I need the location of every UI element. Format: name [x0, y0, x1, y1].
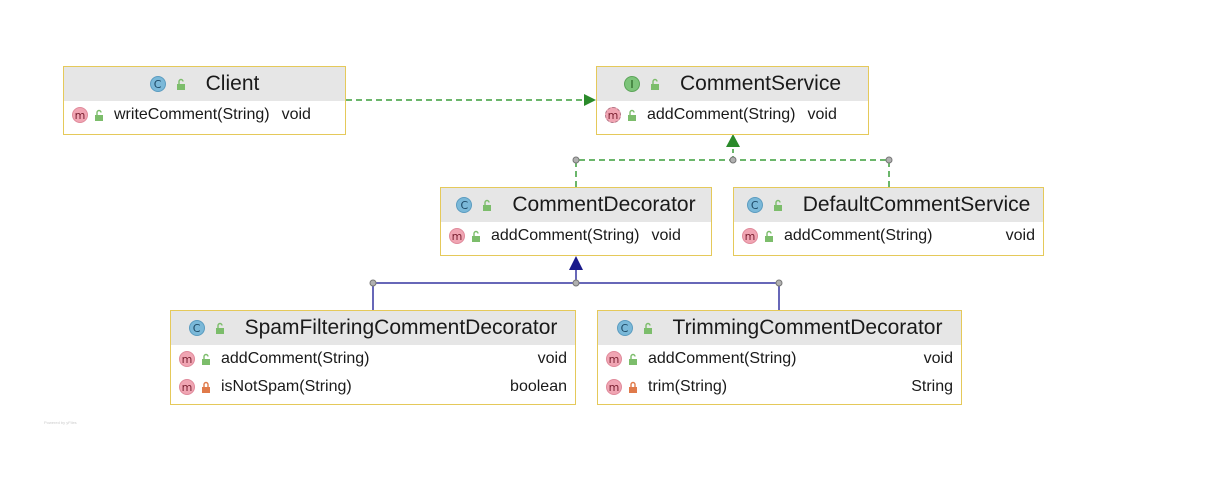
edge-trimming-to-commentdecorator: [576, 282, 780, 310]
method-row[interactable]: m addComment(String) void: [597, 101, 868, 129]
class-header: C SpamFilteringCommentDecorator: [171, 311, 575, 345]
method-name: addComment(String): [221, 350, 370, 367]
public-visibility-icon: [176, 78, 185, 90]
method-name: isNotSpam(String): [221, 378, 352, 395]
method-row[interactable]: m addComment(String) void: [441, 222, 711, 250]
class-icon: C: [456, 197, 473, 213]
interface-node-commentservice[interactable]: I CommentService m addComment(String) vo…: [596, 66, 869, 135]
method-icon: m: [72, 107, 88, 123]
method-icon: m: [179, 379, 195, 395]
public-visibility-icon: [765, 230, 773, 242]
method-row[interactable]: m trim(String) String: [598, 373, 961, 401]
public-visibility-icon: [650, 78, 659, 90]
public-visibility-icon: [628, 109, 636, 121]
class-title: DefaultCommentService: [802, 193, 1031, 216]
class-node-client[interactable]: C Client m writeComment(String) void: [63, 66, 346, 135]
class-header: C DefaultCommentService: [734, 188, 1043, 222]
abstract-method-icon: m: [605, 107, 621, 123]
public-visibility-icon: [643, 322, 652, 334]
method-row[interactable]: m addComment(String) void: [734, 222, 1043, 250]
method-icon: m: [606, 351, 622, 367]
class-title: TrimmingCommentDecorator: [672, 316, 943, 339]
bend-point: [369, 279, 377, 287]
bend-point: [775, 279, 783, 287]
method-row[interactable]: m addComment(String) void: [171, 345, 575, 373]
method-name: addComment(String): [647, 106, 796, 123]
method-name: addComment(String): [784, 227, 933, 244]
method-return-type: void: [281, 106, 311, 123]
class-title: SpamFilteringCommentDecorator: [244, 316, 558, 339]
class-icon: C: [746, 197, 763, 213]
class-node-spamfilteringcommentdecorator[interactable]: C SpamFilteringCommentDecorator m addCom…: [170, 310, 576, 405]
class-header: I CommentService: [597, 67, 868, 101]
public-visibility-icon: [472, 230, 480, 242]
method-row[interactable]: m writeComment(String) void: [64, 101, 345, 129]
method-return-type: String: [911, 378, 953, 395]
method-return-type: void: [651, 227, 681, 244]
watermark: Powered by yFiles: [44, 420, 77, 425]
method-icon: m: [606, 379, 622, 395]
public-visibility-icon: [202, 353, 210, 365]
class-node-trimmingcommentdecorator[interactable]: C TrimmingCommentDecorator m addComment(…: [597, 310, 962, 405]
arrowhead-inheritance: [569, 256, 583, 270]
bend-point: [572, 279, 580, 287]
public-visibility-icon: [95, 109, 103, 121]
class-node-commentdecorator[interactable]: C CommentDecorator m addComment(String) …: [440, 187, 712, 256]
class-header: C TrimmingCommentDecorator: [598, 311, 961, 345]
class-node-defaultcommentservice[interactable]: C DefaultCommentService m addComment(Str…: [733, 187, 1044, 256]
private-visibility-icon: [202, 381, 210, 393]
method-return-type: void: [537, 350, 567, 367]
public-visibility-icon: [629, 353, 637, 365]
method-icon: m: [179, 351, 195, 367]
arrowhead-realization: [726, 134, 740, 147]
method-name: addComment(String): [648, 350, 797, 367]
edge-commentdecorator-to-commentservice: [575, 159, 733, 187]
public-visibility-icon: [773, 199, 782, 211]
public-visibility-icon: [215, 322, 224, 334]
interface-icon: I: [623, 76, 640, 92]
bend-point: [885, 156, 893, 164]
method-return-type: void: [807, 106, 837, 123]
method-icon: m: [449, 228, 465, 244]
method-return-type: boolean: [510, 378, 567, 395]
method-name: trim(String): [648, 378, 728, 395]
class-header: C CommentDecorator: [441, 188, 711, 222]
bend-point: [572, 156, 580, 164]
method-row[interactable]: m isNotSpam(String) boolean: [171, 373, 575, 401]
method-row[interactable]: m addComment(String) void: [598, 345, 961, 373]
class-title: CommentService: [679, 72, 842, 95]
class-header: C Client: [64, 67, 345, 101]
method-return-type: void: [1005, 227, 1035, 244]
method-return-type: void: [923, 350, 953, 367]
arrowhead-client-to-commentservice: [584, 94, 596, 106]
public-visibility-icon: [483, 199, 492, 211]
bend-point: [729, 156, 737, 164]
edge-spamfiltering-to-commentdecorator: [372, 282, 576, 310]
method-name: writeComment(String): [114, 106, 270, 123]
class-icon: C: [149, 76, 166, 92]
class-icon: C: [616, 320, 633, 336]
class-icon: C: [188, 320, 205, 336]
private-visibility-icon: [629, 381, 637, 393]
method-name: addComment(String): [491, 227, 640, 244]
class-title: Client: [205, 72, 260, 95]
method-icon: m: [742, 228, 758, 244]
edge-defaultcommentservice-to-commentservice: [733, 159, 890, 187]
class-title: CommentDecorator: [512, 193, 696, 216]
